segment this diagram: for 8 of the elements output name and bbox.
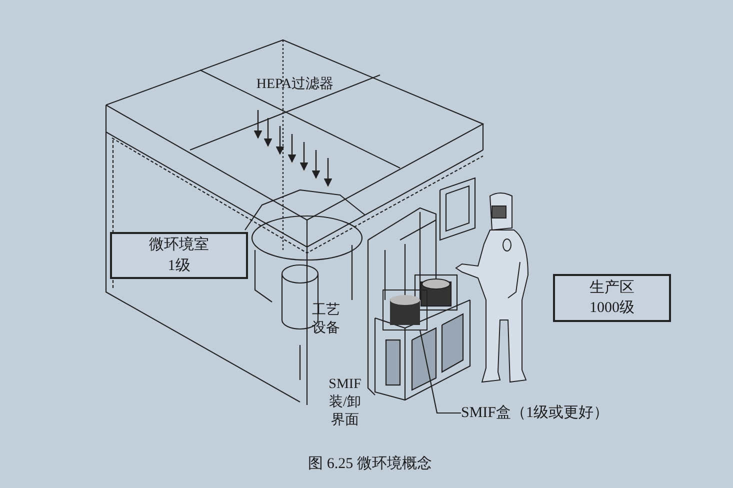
zone-label-box: 生产区1000级 [553,274,671,322]
diagram-label: HEPA过滤器 [255,76,335,94]
figure-caption: 图 6.25 微环境概念 [307,455,433,474]
callout-text: SMIF盒（1级或更好） [461,402,641,424]
zone-label-box: 微环境室1级 [110,232,248,279]
diagram-label: SMIF装/卸界面 [328,376,362,430]
leader-line [419,330,461,414]
smif-pod-drawing [382,290,428,330]
